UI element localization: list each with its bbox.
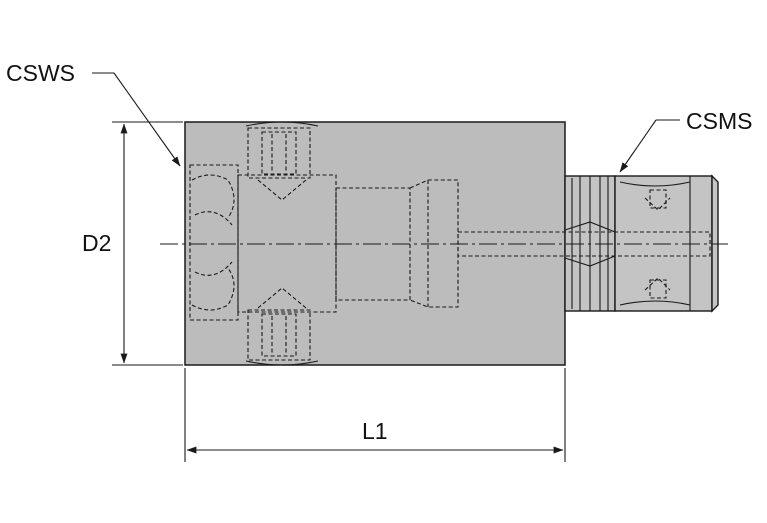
neck-bevel xyxy=(564,221,616,233)
collar-groove xyxy=(619,300,691,306)
hidden-face xyxy=(189,164,239,321)
hidden-face-curve xyxy=(194,211,233,226)
hidden-face-curve xyxy=(194,261,233,276)
hidden-screw-top-cone xyxy=(257,179,307,201)
l1-label: L1 xyxy=(362,418,388,444)
hidden-screw-top-inner xyxy=(261,131,297,175)
csws-leader-diagonal xyxy=(113,72,181,167)
bottom-groove xyxy=(245,360,319,366)
d2-dimension xyxy=(112,121,183,366)
d2-label: D2 xyxy=(82,230,112,256)
csws-label: CSWS xyxy=(6,60,75,86)
hidden-shank-pocket xyxy=(649,189,667,209)
l1-dimension xyxy=(184,368,566,462)
csms-leader xyxy=(619,119,680,173)
hidden-screw-bottom-inner xyxy=(261,313,297,357)
csws-leader xyxy=(92,72,181,167)
top-groove xyxy=(245,121,319,127)
neck-bevel xyxy=(564,255,616,267)
collar-groove xyxy=(619,181,691,187)
hidden-shank-pocket xyxy=(649,279,667,299)
csms-label: CSMS xyxy=(686,108,753,134)
hidden-screw-bottom xyxy=(247,309,311,361)
hidden-face-curve xyxy=(191,174,235,219)
hidden-screw-top xyxy=(247,127,311,179)
hidden-face-curve xyxy=(191,267,235,311)
hidden-screw-bottom-cone xyxy=(257,287,307,309)
csms-leader-diagonal xyxy=(619,119,657,173)
